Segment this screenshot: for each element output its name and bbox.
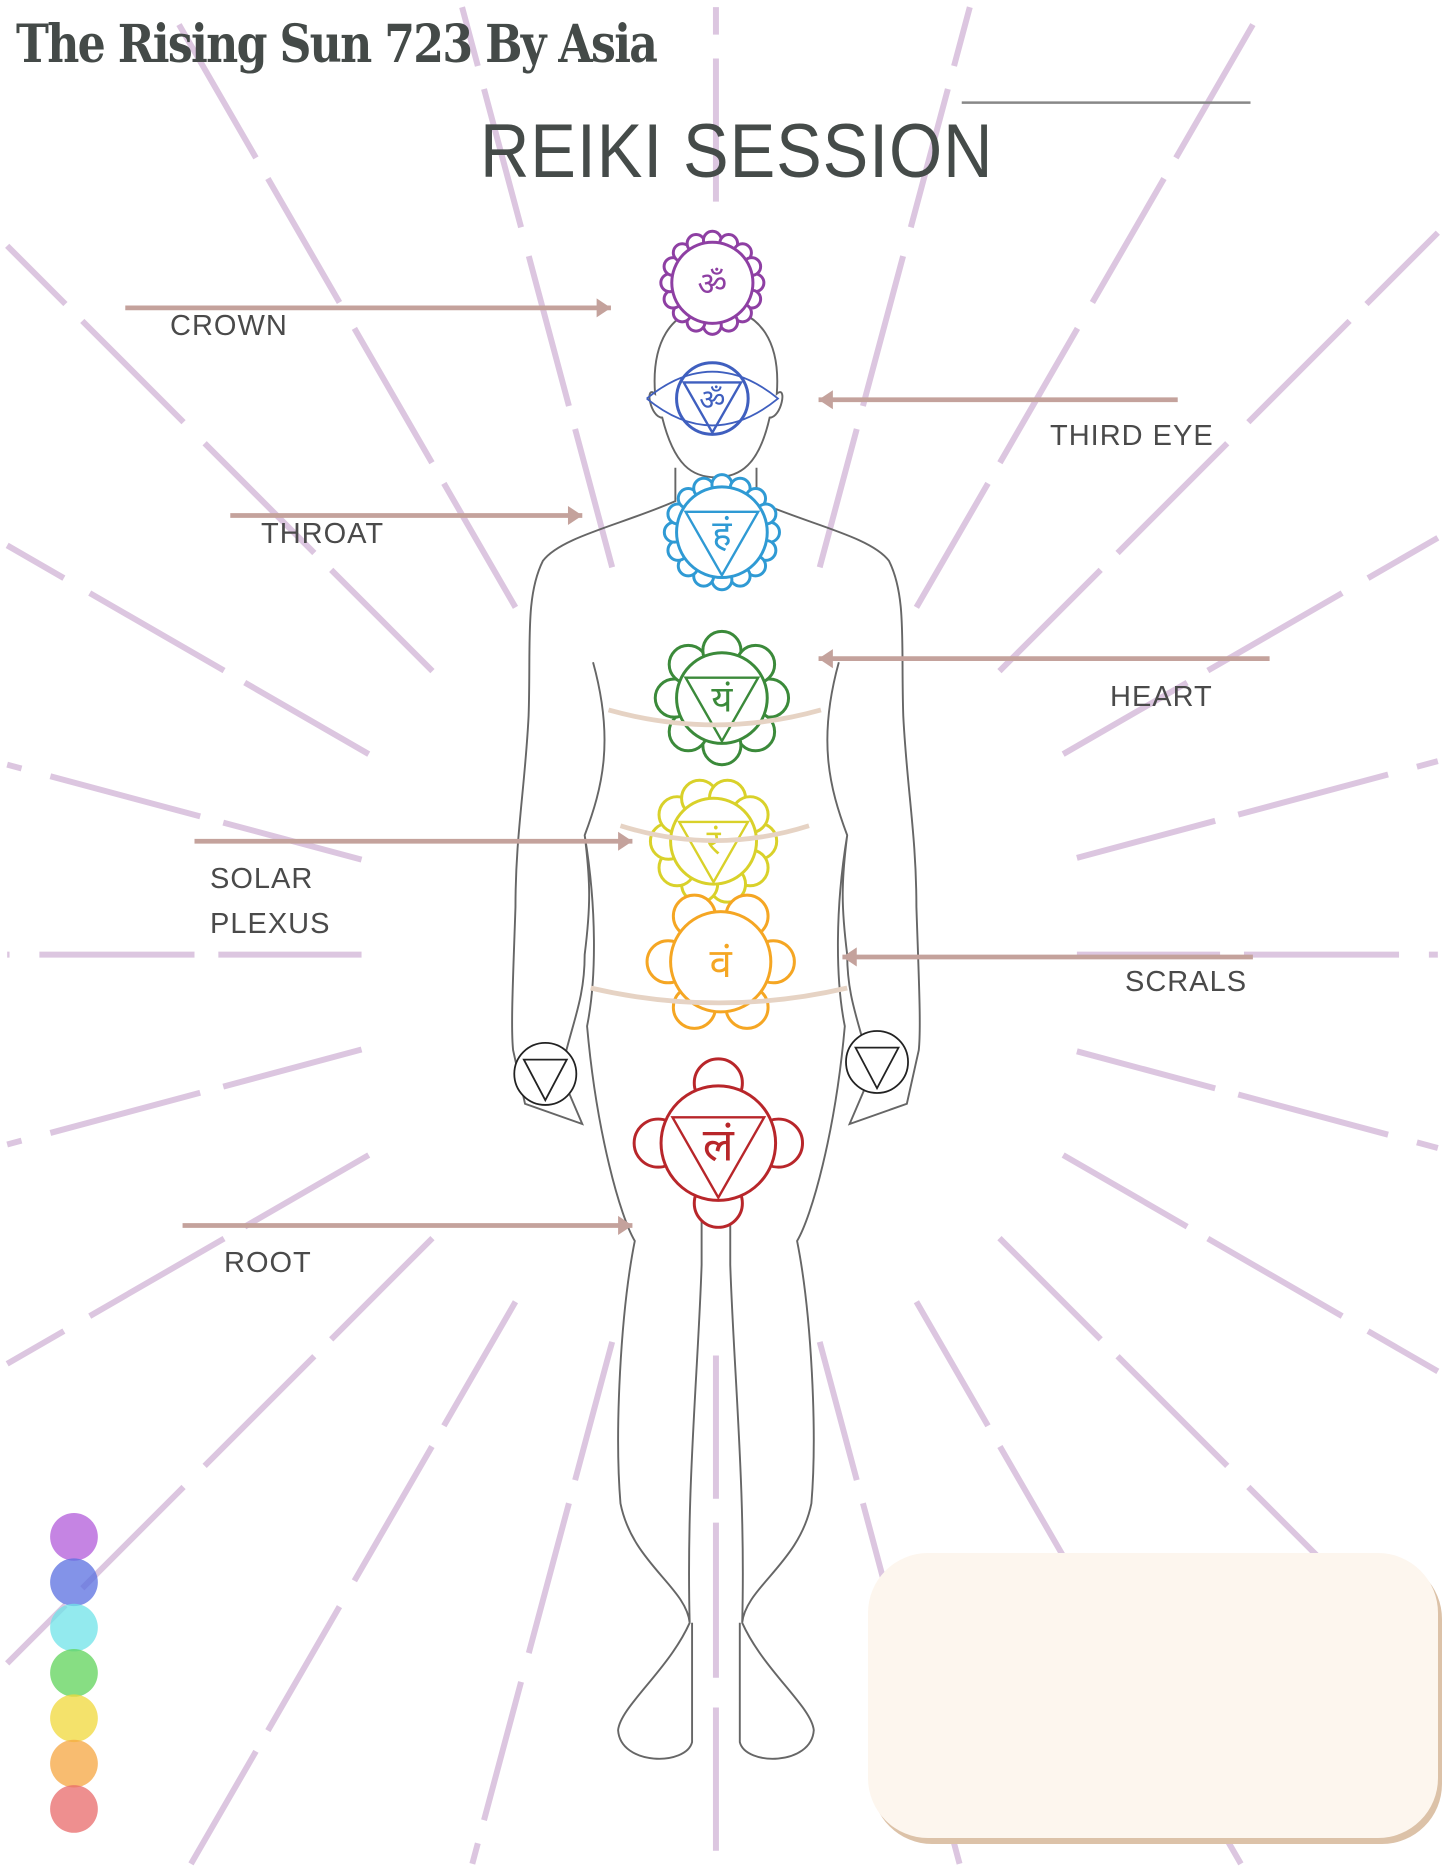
chakra-heart-icon: यं [653, 629, 791, 767]
label-crown: CROWN [170, 310, 288, 342]
ray [997, 1235, 1440, 1679]
energy-arc-arrow [619, 823, 810, 844]
chakra-glyph: यं [711, 678, 733, 721]
triangle [677, 820, 750, 885]
ray [176, 23, 519, 609]
chakra-glyph: वं [710, 941, 733, 987]
label-solar-plexus-1: SOLAR [210, 863, 314, 895]
ray [1061, 535, 1440, 757]
label-heart: HEART [1110, 681, 1213, 713]
hand-chakra-icon [513, 1041, 578, 1106]
triangle [522, 1058, 569, 1103]
arrowhead-icon [818, 390, 833, 410]
chakra-ring [659, 1084, 778, 1202]
label-arrows [125, 298, 1270, 1236]
eye-petals [646, 370, 780, 427]
label-third-eye: THIRD EYE [1050, 420, 1214, 452]
ray [1061, 1152, 1440, 1374]
energy-arc-arrow [607, 707, 822, 728]
chakra-glyph: ॐ [699, 382, 725, 416]
chakra-dot-sacral [50, 1739, 98, 1788]
arrowhead-icon [818, 649, 833, 669]
triangle [681, 381, 744, 435]
ray [816, 6, 973, 569]
ring [513, 1041, 578, 1106]
chakra-glyph: ॐ [698, 265, 728, 303]
chakras: ॐ ॐ हं यं रं वं लं [513, 229, 909, 1229]
hand-chakra-icon [845, 1030, 909, 1094]
arrowhead-icon [618, 831, 633, 851]
arrowhead-icon [842, 947, 857, 967]
chakra-dot-third-eye [50, 1558, 98, 1607]
chakra-dot-root [50, 1785, 98, 1833]
ray [5, 1152, 371, 1367]
page-title: REIKI SESSION [480, 109, 994, 194]
ray [5, 1235, 435, 1666]
chakra-glyph: रं [707, 823, 722, 863]
ray [1076, 758, 1439, 861]
arrowhead-icon [618, 1215, 633, 1236]
chakra-color-column [50, 1513, 98, 1833]
energy-arc-arrow [590, 985, 848, 1006]
chakra-third-eye-icon: ॐ [646, 361, 780, 436]
label-solar-plexus-2: PLEXUS [210, 908, 331, 940]
chakra-crown-icon: ॐ [659, 229, 766, 336]
triangle [683, 510, 761, 578]
chakra-dot-throat [50, 1603, 98, 1652]
brand-title: The Rising Sun 723 By Asia [16, 14, 658, 75]
chakra-ring [669, 910, 773, 1014]
ray [997, 230, 1440, 674]
label-sacral: SCRALS [1125, 966, 1248, 998]
ray [1076, 1048, 1439, 1151]
ray [6, 1046, 363, 1148]
chakra-dot-heart [50, 1649, 98, 1697]
chakra-sacral-icon: वं [645, 893, 796, 1030]
torso-outline [511, 467, 921, 1760]
arrowhead-icon [596, 298, 611, 318]
chakra-ring [670, 240, 755, 325]
arrowhead-icon [567, 505, 583, 526]
chakra-glyph: लं [703, 1117, 735, 1171]
chakra-solar-icon: रं [648, 778, 779, 904]
chakra-dot-crown [50, 1513, 98, 1561]
chakra-glyph: हं [712, 512, 732, 555]
ring [845, 1030, 909, 1094]
label-root: ROOT [224, 1247, 312, 1279]
notes-box[interactable] [868, 1553, 1438, 1838]
ray [188, 1300, 519, 1866]
ray [913, 23, 1256, 609]
ray [459, 6, 616, 569]
ray [6, 761, 363, 863]
triangle [854, 1046, 900, 1091]
triangle [683, 676, 761, 744]
ray [5, 542, 371, 757]
triangle [670, 1116, 767, 1200]
chakra-dot-solar [50, 1694, 98, 1743]
label-throat: THROAT [261, 518, 385, 550]
chakra-throat-icon: हं [662, 473, 781, 592]
ray [5, 243, 435, 674]
chakra-root-icon: लं [632, 1057, 805, 1229]
ray [469, 1341, 616, 1865]
